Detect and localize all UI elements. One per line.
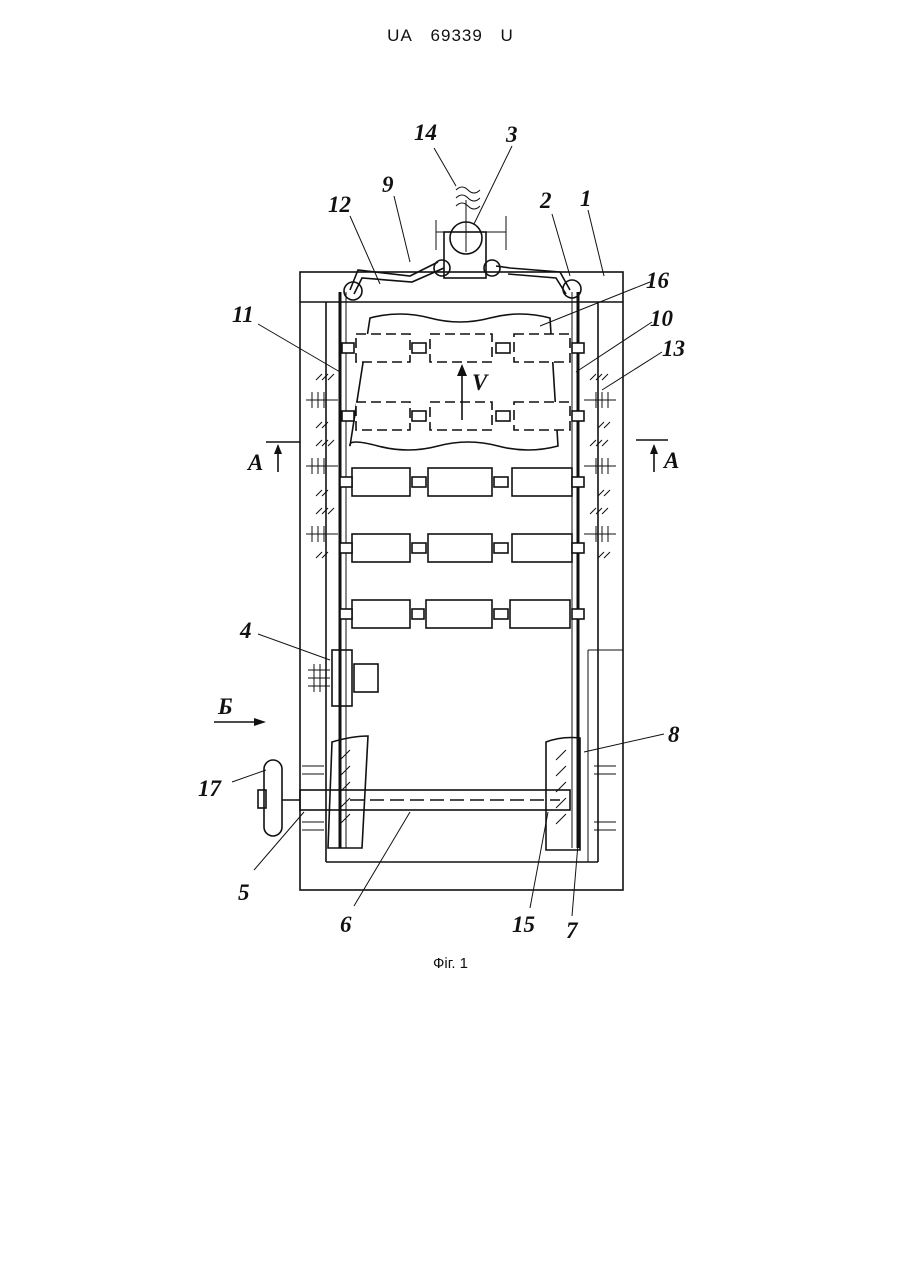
chain-right [572, 292, 578, 848]
chain-left [340, 292, 346, 848]
label-8: 8 [668, 722, 680, 747]
section-label-left: A [246, 450, 263, 475]
label-2: 2 [539, 188, 552, 213]
label-1: 1 [580, 186, 592, 211]
cassette-row-3 [340, 468, 584, 496]
figure-caption: Фіг. 1 [0, 955, 901, 972]
velocity-label: V [472, 370, 489, 395]
guide-rollers-right [584, 374, 616, 558]
bottom-shaft [300, 736, 616, 850]
view-label: Б [217, 694, 233, 719]
cassette-row-2 [342, 402, 584, 430]
label-15: 15 [512, 912, 535, 937]
label-12: 12 [328, 192, 351, 217]
label-13: 13 [662, 336, 685, 361]
label-4: 4 [239, 618, 252, 643]
section-label-right: A [662, 448, 679, 473]
label-3: 3 [505, 122, 518, 147]
label-7: 7 [566, 918, 579, 943]
label-16: 16 [646, 268, 670, 293]
label-14: 14 [414, 120, 437, 145]
label-10: 10 [650, 306, 674, 331]
chain-tensioner [308, 650, 378, 706]
cassette-row-4 [340, 534, 584, 562]
label-6: 6 [340, 912, 352, 937]
guide-rollers-left [306, 374, 338, 558]
cassette-row-1 [342, 334, 584, 362]
label-9: 9 [382, 172, 394, 197]
label-5: 5 [238, 880, 250, 905]
cassette-row-5 [340, 600, 584, 628]
outer-frame [300, 272, 623, 890]
label-11: 11 [232, 302, 254, 327]
label-17: 17 [198, 776, 223, 801]
